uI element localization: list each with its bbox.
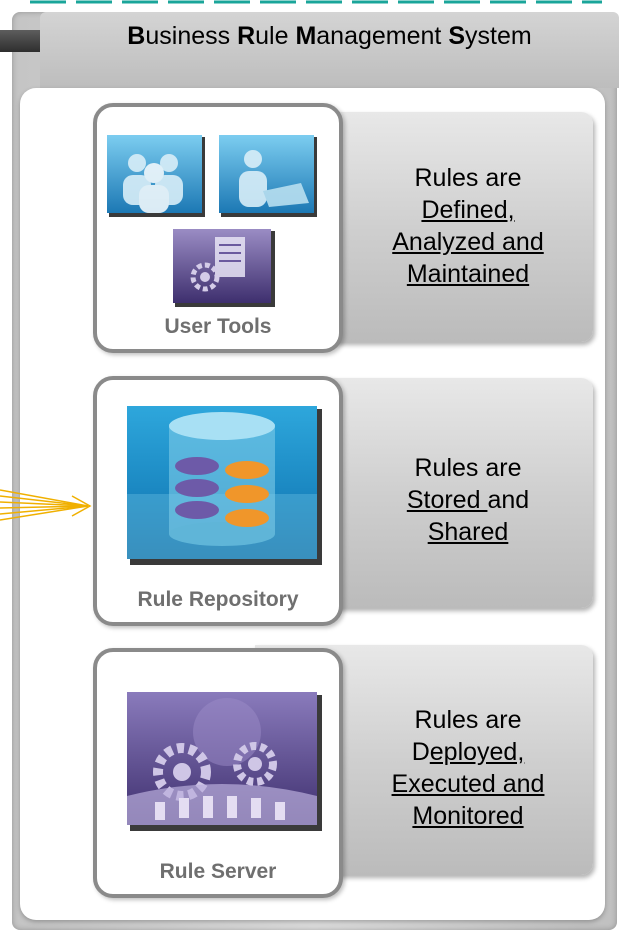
title-rest-ule: ule bbox=[255, 22, 296, 50]
desc-plain-part: and bbox=[487, 486, 530, 514]
rule-server-card[interactable]: Rule Server bbox=[93, 648, 343, 898]
user-tools-card[interactable]: User Tools bbox=[93, 103, 343, 353]
database-cylinder-icon bbox=[127, 406, 322, 565]
rule-server-gears-icon bbox=[127, 692, 322, 831]
rule-repository-card[interactable]: Rule Repository bbox=[93, 376, 343, 626]
rule-document-gear-icon bbox=[173, 229, 275, 307]
desc-line: Rules are bbox=[414, 164, 522, 192]
top-teal-dash-line bbox=[30, 0, 602, 4]
desc-line-underlined: Maintained bbox=[406, 260, 530, 288]
desc-line: Rules are bbox=[414, 706, 522, 734]
user-tools-description: Rules are Defined, Analyzed and Maintain… bbox=[358, 162, 578, 290]
desc-line-underlined: Defined, bbox=[421, 196, 515, 224]
title-initial-m: M bbox=[295, 22, 317, 50]
incoming-arrow-icon bbox=[0, 489, 92, 521]
title-rest-anagement: anagement bbox=[316, 22, 449, 50]
page-title: Business Rule Management System bbox=[40, 22, 619, 51]
card-label: Rule Repository bbox=[137, 588, 299, 611]
desc-underlined-part: eployed, bbox=[429, 738, 525, 766]
desc-line: Rules are bbox=[414, 454, 522, 482]
title-initial-b: B bbox=[127, 22, 146, 50]
desc-underlined-part: Stored bbox=[406, 486, 488, 514]
title-initial-r: R bbox=[237, 22, 256, 50]
desc-line-underlined: Monitored bbox=[412, 802, 524, 830]
card-label: Rule Server bbox=[159, 860, 277, 883]
title-rest-ystem: ystem bbox=[465, 22, 532, 50]
card-label: User Tools bbox=[164, 315, 272, 338]
desc-line-underlined: Executed and bbox=[391, 770, 545, 798]
header-bar bbox=[40, 12, 619, 88]
user-laptop-icon bbox=[219, 135, 317, 217]
title-initial-s: S bbox=[448, 22, 466, 50]
title-rest-usiness: usiness bbox=[145, 22, 238, 50]
desc-line-underlined: Analyzed and bbox=[392, 228, 544, 256]
desc-line-mixed: Stored and bbox=[358, 484, 578, 516]
desc-line-underlined: Shared bbox=[427, 518, 509, 546]
desc-plain-part: D bbox=[411, 738, 430, 766]
users-group-icon bbox=[107, 135, 205, 217]
rule-server-description: Rules are Deployed, Executed and Monitor… bbox=[358, 704, 578, 832]
desc-line-mixed: Deployed, bbox=[358, 736, 578, 768]
rule-repository-description: Rules are Stored and Shared bbox=[358, 452, 578, 548]
